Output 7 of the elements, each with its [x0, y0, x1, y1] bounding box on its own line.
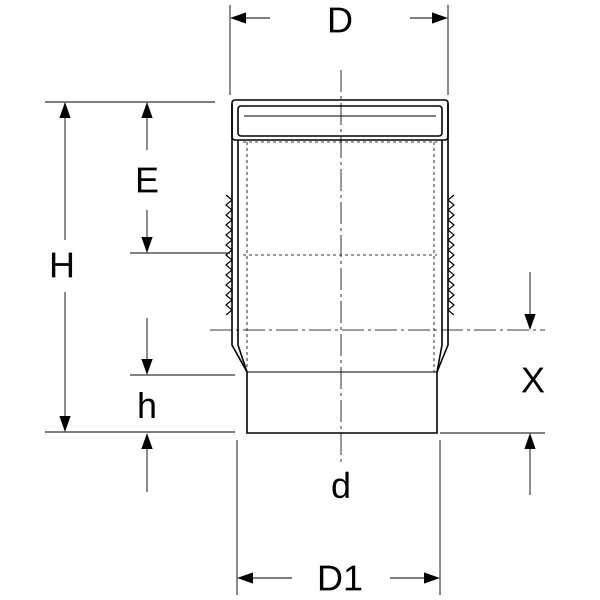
dimension-label: D [330, 8, 352, 32]
dimension-label: d [332, 472, 349, 498]
dimension-label: X [522, 368, 544, 392]
dimension-label: E [138, 168, 158, 192]
dimension-label: H [52, 252, 72, 278]
dimension-label: h [139, 392, 155, 418]
dimension-label: D1 [320, 566, 362, 590]
